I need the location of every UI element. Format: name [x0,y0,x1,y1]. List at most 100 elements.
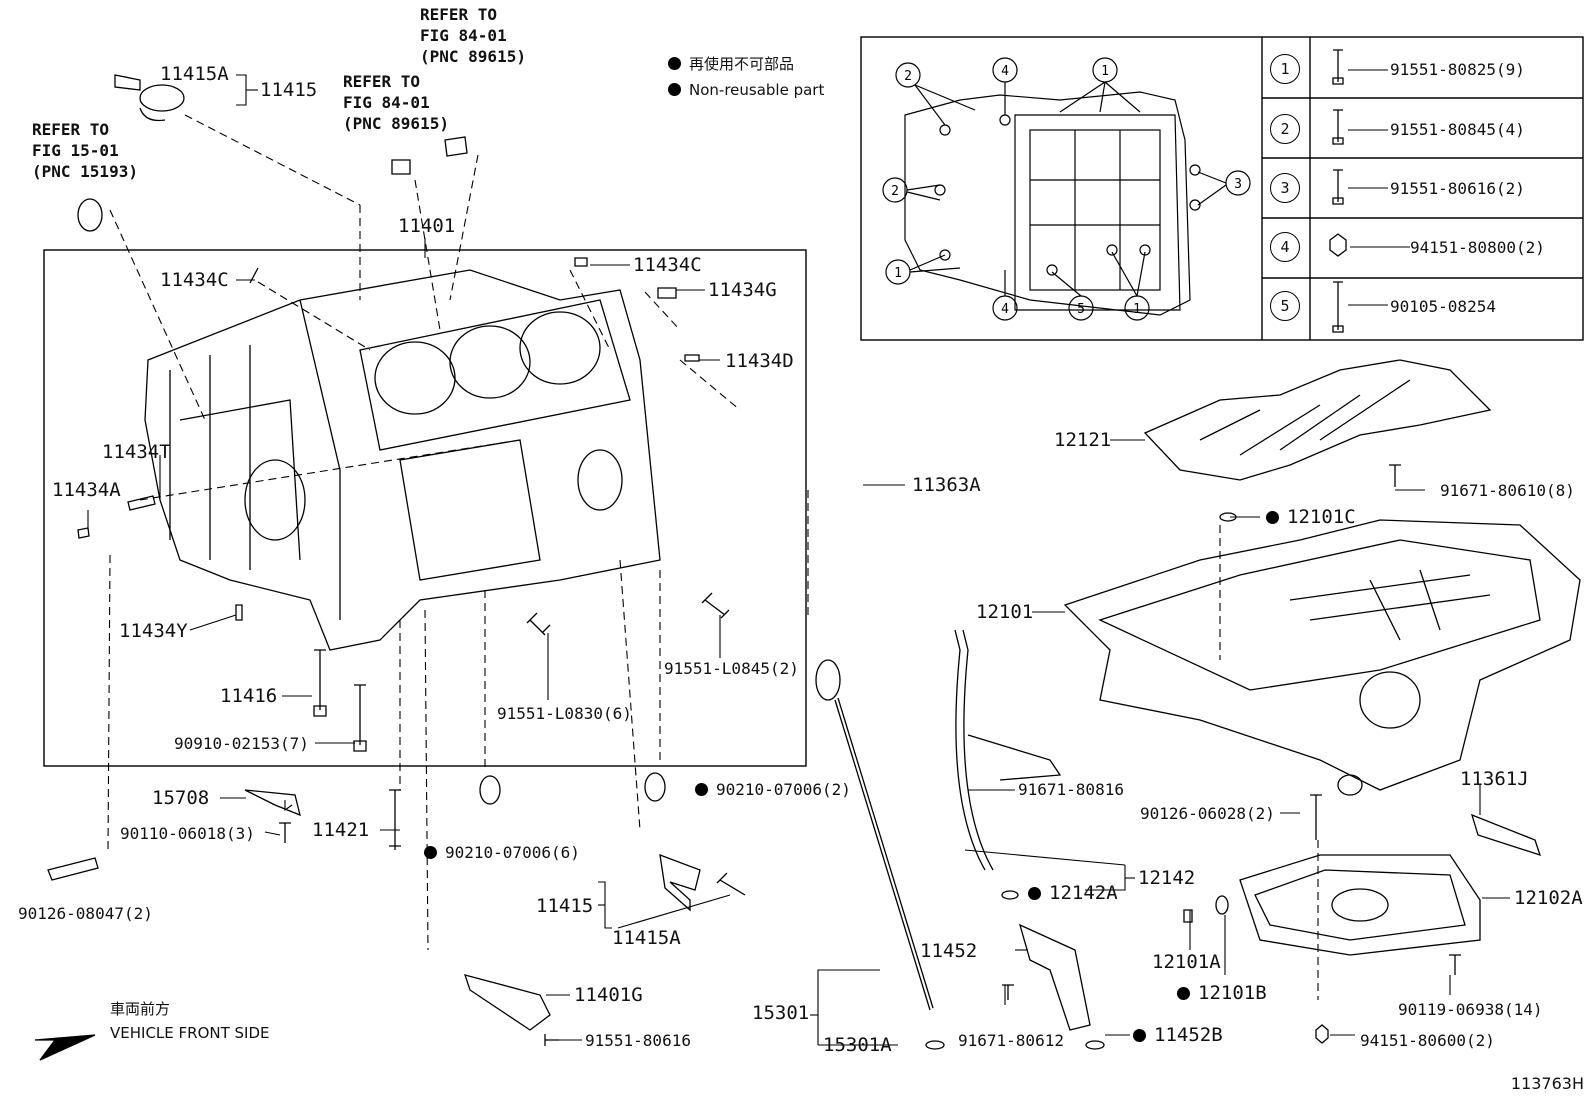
bolt-table-row: 3 91551-80616(2) [1260,159,1564,217]
callout-number: 3 [1270,173,1300,203]
part-label[interactable]: 11434T [102,441,171,463]
part-label[interactable]: 15301A [823,1034,892,1056]
svg-text:2: 2 [904,69,912,84]
part-label[interactable]: 90910-02153(7) [174,734,309,753]
part-number[interactable]: 91551-80845(4) [1390,119,1525,139]
part-label[interactable]: 11415 [260,79,318,101]
lower-parts [1002,794,1542,1050]
part-label[interactable]: 11434C [633,254,702,276]
part-label[interactable]: 91551-L0845(2) [664,659,799,678]
non-reusable-dot-icon [1133,1029,1146,1042]
part-label[interactable]: 12102A [1514,887,1583,909]
part-label[interactable]: 12101B [1177,984,1267,1003]
part-number[interactable]: 91551-80825(9) [1390,59,1525,79]
part-label[interactable]: 12101C [1266,508,1356,527]
callout-number: 4 [1270,232,1300,262]
svg-text:3: 3 [1234,177,1242,192]
part-label[interactable]: 11434C [160,269,229,291]
inset-oilpan-view [904,91,1201,316]
main-bolts [313,592,730,752]
figure-id: 113763H [1510,1074,1584,1093]
part-label[interactable]: 11415 [536,895,594,917]
non-reusable-dot-icon [668,83,681,96]
part-label[interactable]: 11434D [725,350,794,372]
part-number: 12101B [1198,982,1267,1004]
bottom-left-parts [34,772,746,1061]
part-label[interactable]: 12101 [976,601,1034,623]
inset-callouts [882,57,1251,321]
leader-lines [87,74,1510,1046]
svg-text:4: 4 [1001,302,1009,317]
inset-frame [860,36,1584,341]
oil-pan-upper-12101 [1063,519,1581,796]
engine-block-frame [43,249,807,767]
sensor-11415-top [77,74,700,621]
non-reusable-dot-icon [695,783,708,796]
bolt-table-row: 5 90105-08254 [1260,277,1564,335]
engine-block [144,269,661,651]
guide-lines [107,114,1319,1000]
part-label[interactable]: 12121 [1054,429,1112,451]
reference-note[interactable]: REFER TO FIG 15-01 (PNC 15193) [32,120,138,181]
non-reusable-dot-icon [668,57,681,70]
part-number[interactable]: 94151-80800(2) [1410,237,1545,257]
vehicle-front-indicator: 車両前方 VEHICLE FRONT SIDE [110,997,270,1045]
part-label[interactable]: 12142 [1138,867,1196,889]
part-label[interactable]: 11415A [160,63,229,85]
part-label[interactable]: 90119-06938(14) [1398,1000,1543,1019]
legend: 再使用不可部品 Non-reusable part [668,51,824,103]
part-label[interactable]: 11416 [220,685,278,707]
part-label[interactable]: 11415A [612,927,681,949]
reference-note[interactable]: REFER TO FIG 84-01 (PNC 89615) [343,72,449,133]
part-number: 90210-07006(6) [445,843,580,862]
part-label[interactable]: 11361J [1460,768,1529,790]
part-label[interactable]: 11452B [1133,1026,1223,1045]
part-label[interactable]: 11434A [52,479,121,501]
dipstick-15301 [815,629,1062,1050]
part-label[interactable]: 90110-06018(3) [120,824,255,843]
part-number: 90210-07006(2) [716,780,851,799]
front-en-text: VEHICLE FRONT SIDE [110,1024,270,1042]
table-bolt-icons [1329,49,1347,333]
svg-text:1: 1 [894,266,902,281]
part-label[interactable]: 11434Y [119,620,188,642]
part-label[interactable]: 15708 [152,787,210,809]
oil-baffle-12121 [1143,359,1492,522]
part-label[interactable]: 90126-08047(2) [18,904,153,923]
part-label[interactable]: 11452 [920,940,978,962]
svg-text:5: 5 [1077,302,1085,317]
part-label[interactable]: 11434G [708,279,777,301]
legend-jp-text: 再使用不可部品 [689,55,795,73]
bolt-table-row: 1 91551-80825(9) [1260,40,1564,98]
part-label[interactable]: 91671-80610(8) [1440,481,1575,500]
legend-en-text: Non-reusable part [689,81,825,99]
part-label[interactable]: 90126-06028(2) [1140,804,1275,823]
part-label[interactable]: 11401 [398,215,456,237]
part-label[interactable]: 90210-07006(6) [424,845,580,861]
part-label[interactable]: 11421 [312,819,370,841]
legend-en-row: Non-reusable part [668,77,824,103]
part-label[interactable]: 91671-80816 [1018,780,1124,799]
part-label[interactable]: 91671-80612 [958,1031,1064,1050]
part-label[interactable]: 11401G [574,984,643,1006]
svg-text:4: 4 [1001,64,1009,79]
part-label[interactable]: 11363A [912,474,981,496]
part-number: 11452B [1154,1024,1223,1046]
front-jp-text: 車両前方 [110,1000,171,1018]
reference-note[interactable]: REFER TO FIG 84-01 (PNC 89615) [420,5,526,66]
part-number[interactable]: 90105-08254 [1390,296,1496,316]
svg-text:1: 1 [1101,64,1109,79]
part-label[interactable]: 91551-80616 [585,1031,691,1050]
part-number[interactable]: 91551-80616(2) [1390,178,1525,198]
part-label[interactable]: 90210-07006(2) [695,782,851,798]
part-label[interactable]: 94151-80600(2) [1360,1031,1495,1050]
callout-number: 1 [1270,54,1300,84]
part-label[interactable]: 12101A [1152,951,1221,973]
non-reusable-dot-icon [424,846,437,859]
legend-jp-row: 再使用不可部品 [668,51,824,77]
part-label[interactable]: 12142A [1028,884,1118,903]
svg-text:1: 1 [1133,302,1141,317]
part-label[interactable]: 91551-L0830(6) [497,704,632,723]
part-label[interactable]: 15301 [752,1002,810,1024]
